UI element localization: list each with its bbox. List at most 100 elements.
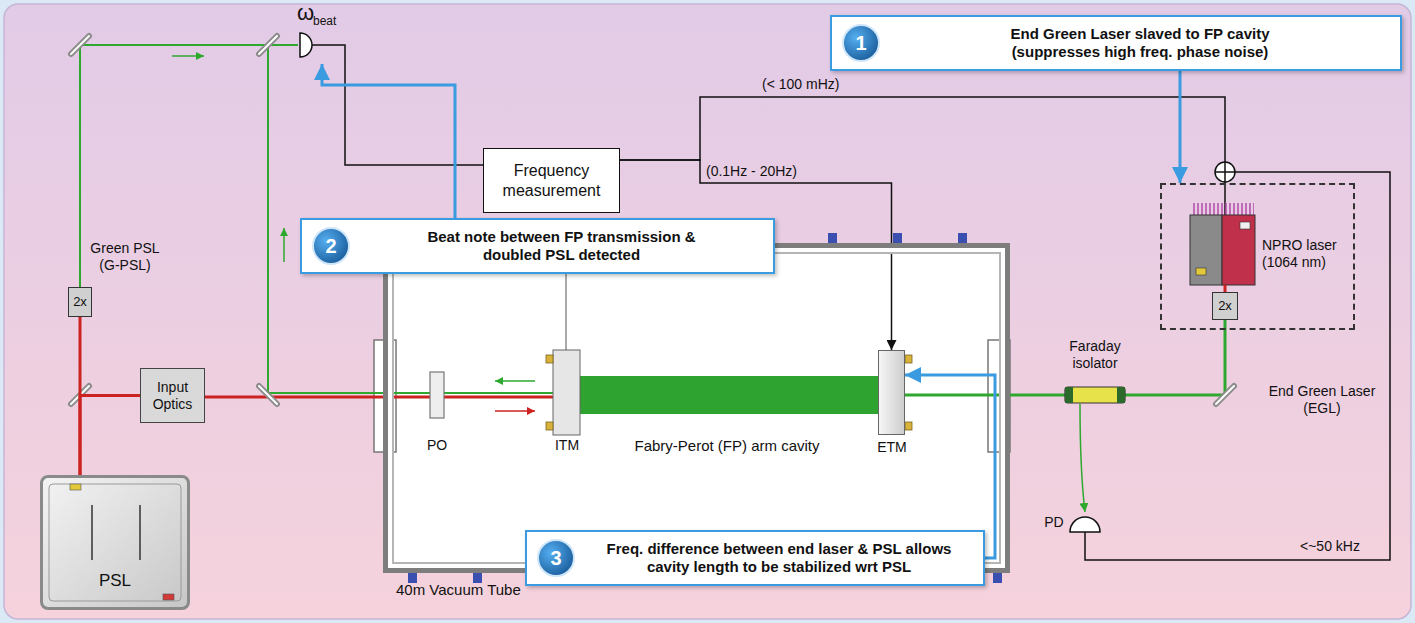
npro-laser-symbol: [1240, 222, 1250, 229]
edge-label: (< 100 mHz): [762, 76, 839, 93]
laser-box: PSL: [40, 475, 190, 610]
input-optics-box: Input Optics: [140, 368, 205, 423]
mirror: [1216, 386, 1234, 404]
tube-flange: [893, 233, 902, 243]
mirror: [1216, 386, 1234, 404]
optic-label: PO: [422, 437, 452, 454]
laser-beam: [80, 45, 1225, 397]
beam-direction-arrow: [283, 228, 285, 262]
node-text: NPRO laser (1064 nm): [1262, 237, 1354, 271]
npro-laser-symbol: [1196, 268, 1206, 275]
signal-symbol: ω: [297, 0, 314, 26]
callout-leader: [322, 64, 455, 218]
mirror: [259, 386, 277, 404]
etm-magnet: [905, 355, 912, 363]
tube-flange: [828, 233, 837, 243]
callout-box: Beat note between FP transmission & doub…: [300, 218, 775, 274]
mirror: [259, 36, 277, 54]
signal-subscript: beat: [313, 14, 336, 28]
npro-laser-symbol: [1190, 215, 1222, 285]
frequency-doubler: 2x: [68, 287, 92, 317]
laser-beam: [267, 45, 269, 393]
beam-direction-arrow: [495, 380, 535, 382]
vacuum-tube-body: [383, 243, 1010, 573]
faraday-isolator: [1065, 387, 1125, 403]
mirror: [259, 36, 277, 54]
npro-laser-symbol: [1224, 285, 1227, 292]
callout-box: Freq. difference between end laser & PSL…: [525, 530, 985, 586]
mirror: [71, 36, 89, 54]
node-text: 2x: [73, 294, 87, 310]
psl-laser-body: [40, 475, 190, 610]
rejected-beam: [1080, 404, 1085, 512]
psl-laser-body: [49, 484, 181, 601]
callout-number: 1: [855, 31, 866, 55]
mirror: [71, 36, 1234, 404]
tube-flange: [993, 573, 1002, 583]
end-photodiode: [1070, 517, 1100, 532]
node-text: Input Optics: [144, 379, 201, 413]
summing-junction: [1224, 162, 1226, 182]
summing-junction: [1215, 162, 1235, 182]
panel: [4, 4, 1411, 619]
tube-flange: [958, 233, 967, 243]
psl-laser-body: [139, 505, 141, 560]
callout-number: 2: [312, 227, 350, 265]
frequency-doubler: 2x: [1212, 292, 1238, 320]
node-text: ETM: [862, 439, 922, 456]
node-text: End Green Laser (EGL): [1262, 383, 1382, 417]
callout-number: 1: [842, 24, 880, 62]
signal-wire: [312, 45, 1390, 560]
vacuum-tube-body: [383, 243, 1010, 573]
npro-laser-symbol: [1222, 215, 1255, 285]
input-test-mass: [546, 262, 580, 435]
pick-off-optic: [430, 372, 444, 418]
input-test-mass: [546, 422, 553, 430]
cavity-label: Fabry-Perot (FP) arm cavity: [617, 437, 837, 455]
node-text: PSL: [99, 571, 131, 591]
beam-direction-arrow: [172, 55, 204, 57]
arm-cavity-beam: [580, 376, 878, 414]
pick-off-optic: [430, 372, 444, 418]
signal-wire: [620, 97, 1225, 183]
beat-photodiode: [300, 33, 312, 57]
callout-box: End Green Laser slaved to FP cavity (sup…: [830, 15, 1402, 71]
node-text: End Green Laser slaved to FP cavity (sup…: [975, 25, 1305, 61]
faraday-isolator: [1117, 387, 1125, 403]
input-test-mass: [553, 350, 580, 435]
faraday-isolator: [1065, 387, 1125, 403]
input-test-mass: [546, 355, 553, 363]
laser-beam: [268, 392, 553, 394]
beat-photodiode: [300, 33, 312, 57]
mirror: [71, 36, 89, 54]
signal-wire: [1085, 172, 1390, 560]
input-test-mass: [566, 262, 567, 350]
node-text: Frequency measurement: [488, 161, 615, 199]
vacuum-tube: 40m Vacuum TubeETM: [383, 243, 1010, 573]
mirror: [259, 386, 277, 404]
beam-direction-arrow: [495, 410, 535, 412]
callout-number: 3: [537, 539, 575, 577]
node-text: 2x: [1218, 298, 1232, 314]
process-box: Frequency measurement: [483, 148, 620, 213]
npro-laser-symbol: [1190, 203, 1255, 292]
laser-beam: [79, 317, 82, 475]
callout-number: 2: [325, 234, 336, 258]
end-test-mass: ETM: [878, 350, 905, 435]
laser-beam: [80, 45, 298, 287]
detector-label: PD: [1041, 514, 1067, 531]
laser-beam: [80, 396, 140, 476]
psl-laser-body: [70, 484, 81, 490]
psl-laser-body: [163, 594, 174, 600]
node-text: Beat note between FP transmission & doub…: [397, 228, 727, 264]
npro-laser-symbol: [1192, 203, 1254, 215]
etm-magnet: [905, 355, 912, 430]
beam-label: Green PSL (G-PSL): [86, 240, 164, 274]
end-photodiode: [1070, 517, 1100, 532]
component-label: Faraday isolator: [1055, 338, 1135, 372]
summing-junction: [1215, 162, 1235, 182]
laser-beam: [205, 396, 553, 399]
callout-number: 3: [550, 546, 561, 570]
